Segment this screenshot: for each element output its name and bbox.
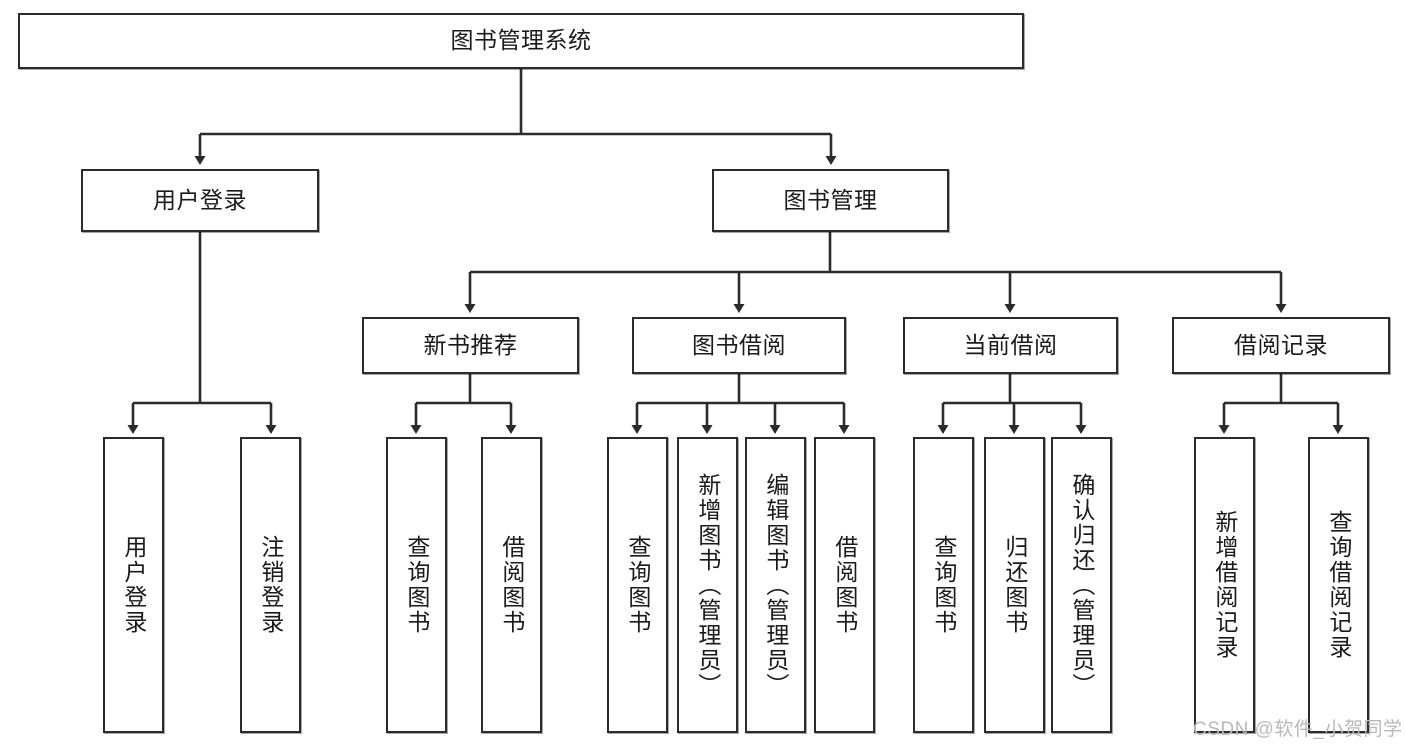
- node-book-manage-label: 图书管理: [783, 186, 878, 213]
- node-leaf-add-book[interactable]: 新增图书（管理员）: [677, 437, 738, 733]
- node-leaf-query-borrow-record[interactable]: 查询借阅记录: [1308, 437, 1369, 733]
- node-leaf-user-logout[interactable]: 注销登录: [240, 437, 301, 733]
- node-user-login-label: 用户登录: [153, 186, 247, 213]
- node-leaf-return-book-label: 归还图书: [1001, 535, 1028, 635]
- node-leaf-add-borrow-record[interactable]: 新增借阅记录: [1194, 437, 1255, 733]
- node-book-borrow[interactable]: 图书借阅: [632, 317, 846, 374]
- node-root-label: 图书管理系统: [450, 27, 592, 54]
- node-leaf-borrow-book-1[interactable]: 借阅图书: [481, 437, 542, 733]
- node-book-manage[interactable]: 图书管理: [712, 169, 949, 232]
- node-leaf-user-logout-label: 注销登录: [257, 535, 284, 635]
- node-leaf-query-book-3[interactable]: 查询图书: [913, 437, 974, 733]
- node-leaf-query-book-1-label: 查询图书: [403, 535, 430, 635]
- node-leaf-query-book-2[interactable]: 查询图书: [607, 437, 668, 733]
- node-current-borrow[interactable]: 当前借阅: [903, 317, 1118, 374]
- node-current-borrow-label: 当前借阅: [963, 331, 1058, 358]
- node-book-borrow-label: 图书借阅: [692, 331, 786, 358]
- node-leaf-edit-book-label: 编辑图书（管理员）: [762, 472, 789, 698]
- node-leaf-confirm-return-label: 确认归还（管理员）: [1068, 472, 1095, 698]
- node-leaf-confirm-return[interactable]: 确认归还（管理员）: [1051, 437, 1112, 733]
- node-leaf-add-book-label: 新增图书（管理员）: [694, 472, 721, 698]
- node-leaf-user-login[interactable]: 用户登录: [103, 437, 164, 733]
- node-leaf-add-borrow-record-label: 新增借阅记录: [1211, 510, 1238, 660]
- csdn-watermark: CSDN @软件_小贺同学: [1193, 719, 1403, 740]
- node-new-book-recommend-label: 新书推荐: [423, 331, 518, 358]
- node-leaf-edit-book[interactable]: 编辑图书（管理员）: [745, 437, 806, 733]
- node-user-login[interactable]: 用户登录: [81, 169, 319, 232]
- node-borrow-record-label: 借阅记录: [1234, 331, 1328, 358]
- node-leaf-query-borrow-record-label: 查询借阅记录: [1325, 510, 1352, 660]
- node-leaf-borrow-book-2-label: 借阅图书: [831, 535, 858, 635]
- node-leaf-borrow-book-1-label: 借阅图书: [498, 535, 525, 635]
- node-leaf-return-book[interactable]: 归还图书: [984, 437, 1045, 733]
- node-leaf-query-book-2-label: 查询图书: [624, 535, 651, 635]
- node-leaf-query-book-1[interactable]: 查询图书: [386, 437, 447, 733]
- node-borrow-record[interactable]: 借阅记录: [1172, 317, 1390, 374]
- node-new-book-recommend[interactable]: 新书推荐: [362, 317, 579, 374]
- node-leaf-borrow-book-2[interactable]: 借阅图书: [814, 437, 875, 733]
- node-leaf-user-login-label: 用户登录: [120, 535, 147, 635]
- node-root[interactable]: 图书管理系统: [18, 13, 1024, 69]
- node-leaf-query-book-3-label: 查询图书: [930, 535, 957, 635]
